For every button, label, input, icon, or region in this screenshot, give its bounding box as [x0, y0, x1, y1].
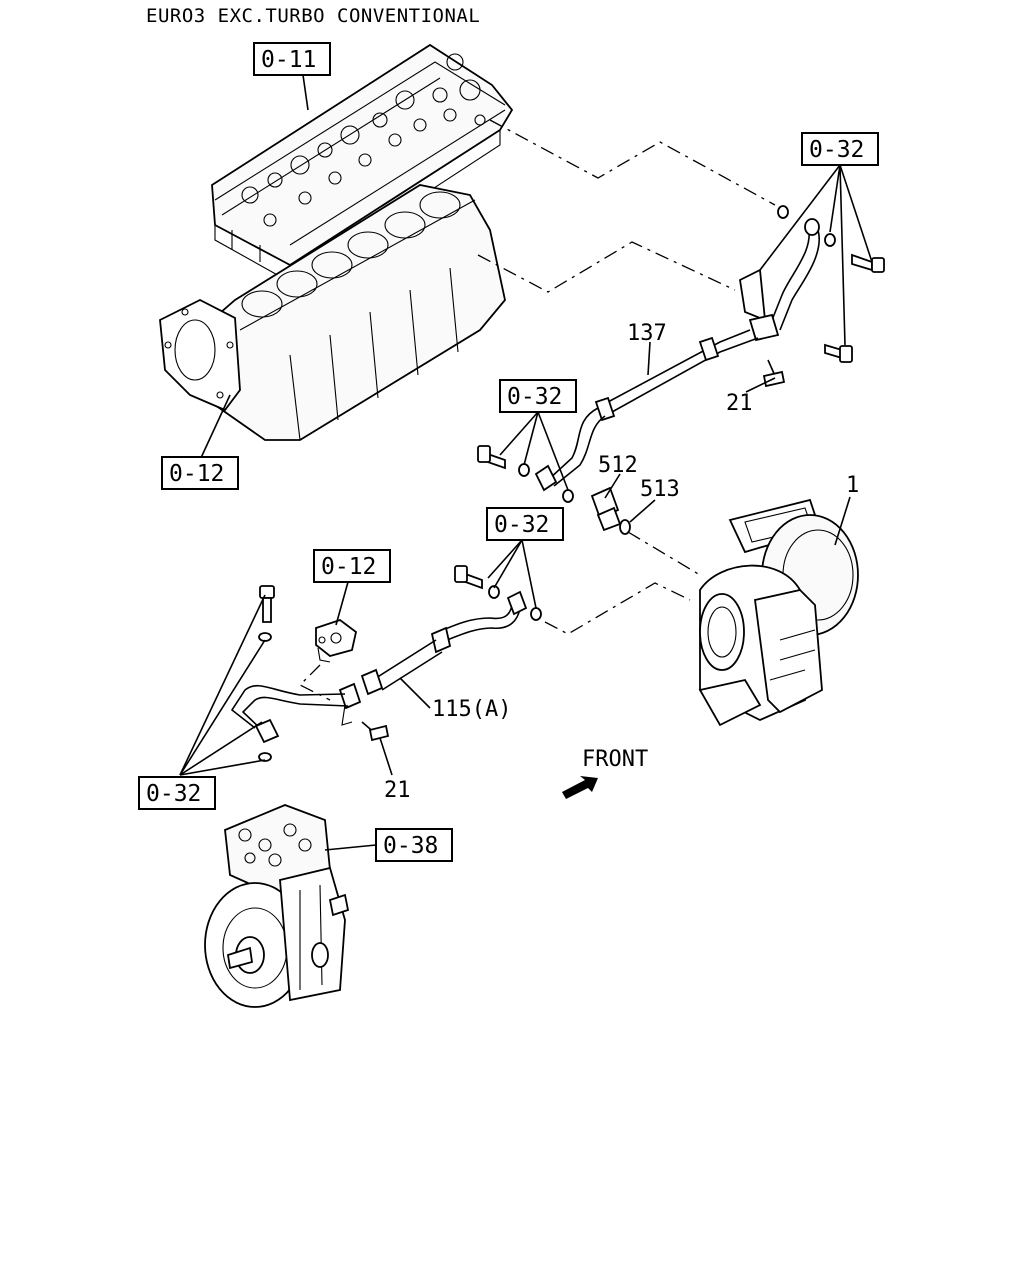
ref-left-fasteners: 0-32 — [146, 781, 201, 807]
part-connector[interactable]: 512 — [598, 453, 638, 478]
block-leader — [477, 241, 736, 293]
ref-box-upper-fasteners[interactable]: 0-32 — [801, 132, 879, 166]
head-leader — [489, 119, 776, 206]
front-label: FRONT — [582, 747, 648, 772]
ref-air-compressor: 0-38 — [383, 833, 438, 859]
ref-upper-fasteners: 0-32 — [809, 137, 864, 163]
washer-513-illustration — [619, 519, 631, 535]
part-turbocharger[interactable]: 1 — [846, 473, 859, 498]
part-washer[interactable]: 513 — [640, 477, 680, 502]
air-compressor-illustration — [204, 804, 350, 1008]
oil-pipe-115a-illustration — [230, 590, 528, 744]
middle-fasteners — [477, 445, 574, 503]
bracket-illustration — [315, 618, 358, 663]
connector-512-illustration — [590, 486, 622, 532]
part-upper-clip-bolt[interactable]: 21 — [726, 391, 753, 416]
turbocharger-illustration — [698, 498, 859, 727]
ref-box-cylinder-block[interactable]: 0-12 — [161, 456, 239, 490]
ref-box-bracket[interactable]: 0-12 — [313, 549, 391, 583]
turbo-leader — [627, 531, 701, 576]
oil-pipe-137-illustration — [534, 218, 820, 492]
part-lower-clip-bolt[interactable]: 21 — [384, 778, 411, 803]
part-upper-oil-pipe[interactable]: 137 — [627, 321, 667, 346]
ref-box-air-compressor[interactable]: 0-38 — [375, 828, 453, 862]
ref-lower-fasteners: 0-32 — [494, 512, 549, 538]
part-lower-oil-pipe[interactable]: 115(A) — [432, 697, 511, 722]
left-fasteners — [258, 585, 275, 762]
ref-middle-fasteners: 0-32 — [507, 384, 562, 410]
ref-cylinder-block: 0-12 — [169, 461, 224, 487]
lower-turbo-leader — [544, 582, 691, 635]
upper-right-fasteners — [777, 205, 885, 363]
ref-cylinder-head: 0-11 — [261, 47, 316, 73]
ref-box-cylinder-head[interactable]: 0-11 — [253, 42, 331, 76]
ref-box-lower-fasteners[interactable]: 0-32 — [486, 507, 564, 541]
label-leaders — [179, 74, 873, 851]
ref-box-middle-fasteners[interactable]: 0-32 — [499, 379, 577, 413]
diagram-title: EURO3 EXC.TURBO CONVENTIONAL — [146, 5, 480, 27]
ref-box-left-fasteners[interactable]: 0-32 — [138, 776, 216, 810]
cylinder-block-illustration — [159, 184, 506, 441]
ref-bracket: 0-12 — [321, 554, 376, 580]
lower-middle-fasteners — [454, 565, 542, 621]
front-arrow-icon — [562, 776, 598, 799]
